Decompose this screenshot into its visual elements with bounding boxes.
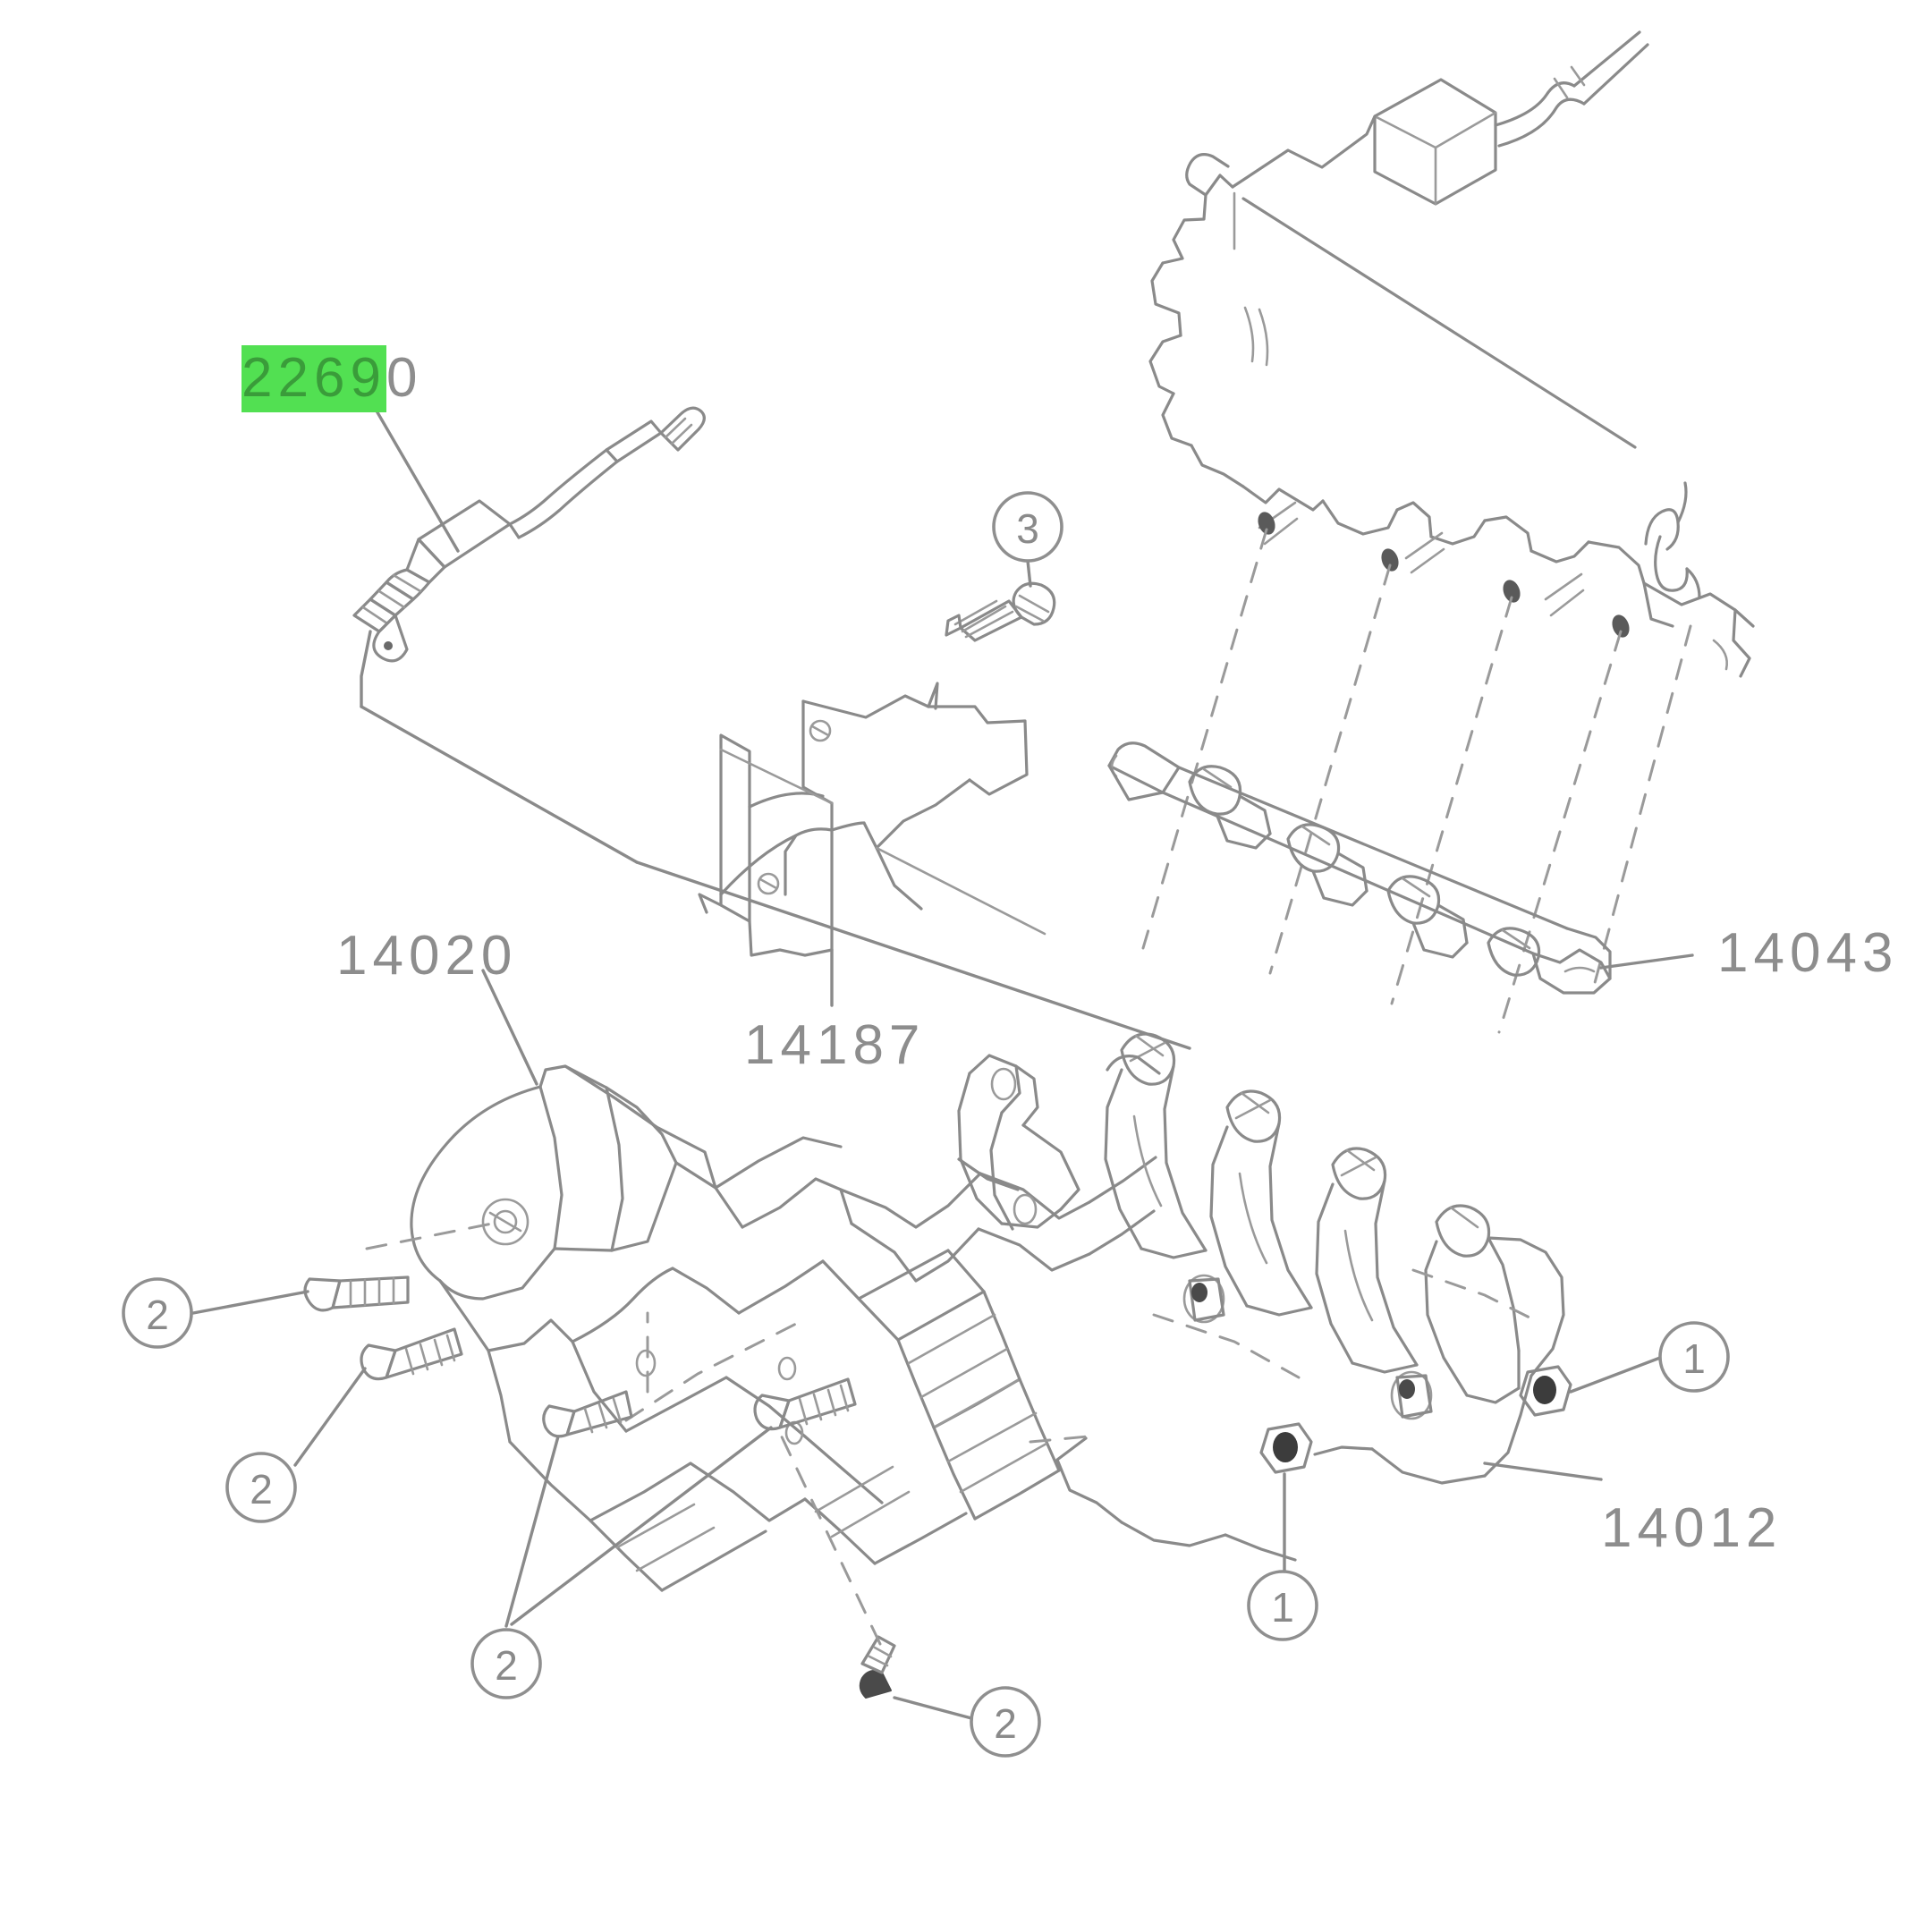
callout-1-a[interactable]: 1 <box>1658 1321 1730 1393</box>
callout-2-b[interactable]: 2 <box>225 1452 297 1523</box>
bolt-fasteners-2 <box>191 1275 973 1720</box>
svg-text:2: 2 <box>250 1466 273 1513</box>
callout-2-d[interactable]: 2 <box>970 1686 1041 1758</box>
part-label-14020: 14020 <box>336 925 518 987</box>
callout-3[interactable]: 3 <box>992 491 1063 563</box>
cylinder-head-cover <box>1141 30 1755 1034</box>
svg-text:1: 1 <box>1271 1584 1294 1631</box>
callout-circles: 3 2 2 2 2 1 1 <box>122 491 1730 1758</box>
intake-manifold-collector-14012 <box>957 1032 1662 1572</box>
svg-text:2: 2 <box>146 1292 169 1338</box>
svg-text:3: 3 <box>1016 505 1039 552</box>
svg-text:2: 2 <box>495 1642 518 1689</box>
screw-fastener-3 <box>945 559 1056 642</box>
fuel-injector-rail-14043 <box>1107 741 1694 995</box>
callout-1-b[interactable]: 1 <box>1247 1570 1318 1641</box>
exhaust-manifold-shield-14020 <box>365 969 1157 1592</box>
part-label-14043: 14043 <box>1717 922 1899 984</box>
part-label-22690-rest: 0 <box>386 347 423 409</box>
heat-shield-bracket-14187 <box>698 682 1046 1007</box>
part-label-22690: 22690 <box>242 345 422 412</box>
svg-text:1: 1 <box>1682 1335 1706 1382</box>
part-label-22690-highlight: 2269 <box>242 345 386 412</box>
part-label-14012: 14012 <box>1601 1497 1783 1559</box>
part-label-14187: 14187 <box>744 1014 926 1076</box>
callout-2-c[interactable]: 2 <box>470 1628 542 1699</box>
oxygen-sensor-22690 <box>352 389 1191 1050</box>
callout-2-a[interactable]: 2 <box>122 1277 193 1349</box>
svg-text:2: 2 <box>994 1700 1017 1747</box>
